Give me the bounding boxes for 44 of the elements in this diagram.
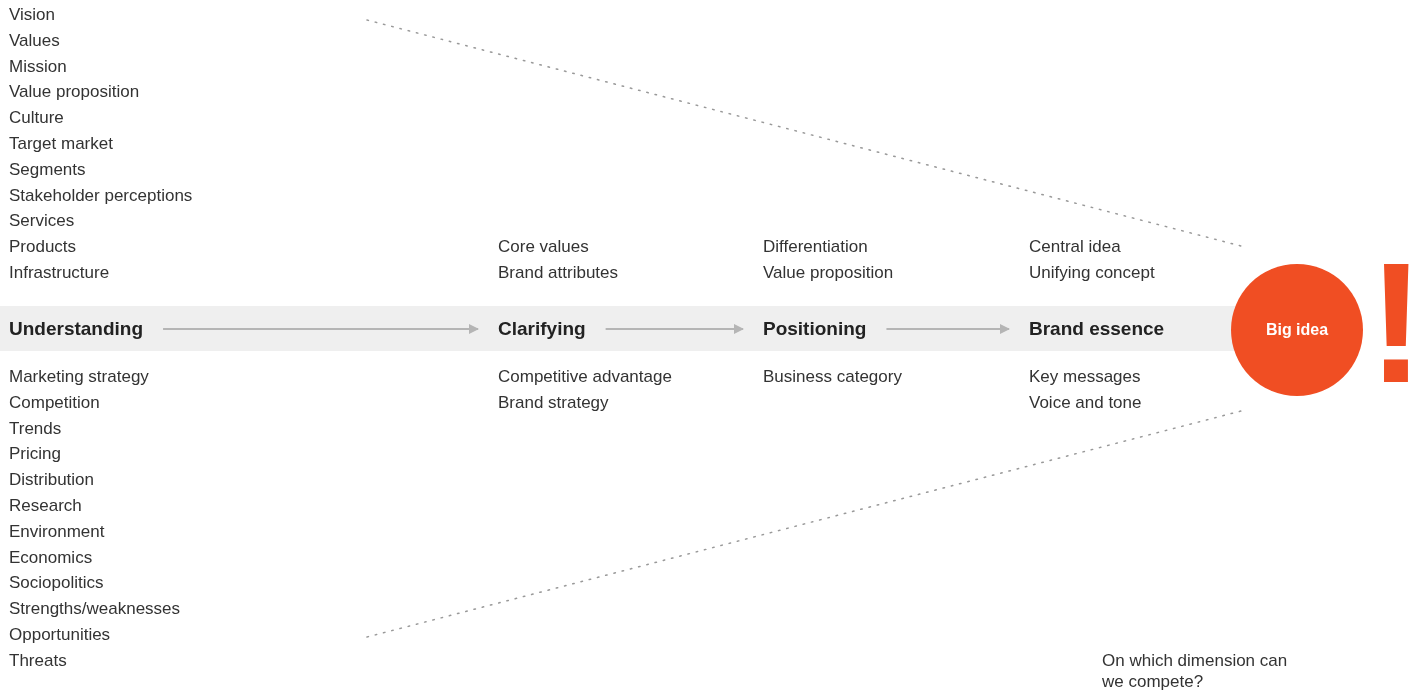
list-item: Distribution [9,470,95,491]
list-item: Central idea [1029,237,1121,258]
list-item: Value proposition [9,82,140,103]
list-item: Segments [9,159,86,180]
list-item: Key messages [1029,367,1141,387]
list-item: Culture [9,108,64,129]
list-item: Value proposition [763,263,894,283]
list-item: Threats [9,650,67,671]
list-item: Research [9,496,82,516]
list-item: Environment [9,521,105,542]
arrow [885,324,1010,334]
list-item: Stakeholder perceptions [9,185,193,206]
list-item: Opportunities [9,625,111,645]
list-item: Vision [9,5,55,25]
step-label: Understanding [9,317,144,341]
exclamation-mark: ! [1368,238,1410,408]
idea-circle: Big idea [1231,264,1363,396]
list-item: Business category [763,367,902,387]
list-item: Marketing strategy [9,367,149,387]
list-item: Brand strategy [498,392,609,413]
list-item: Trends [9,418,62,439]
list-item: Values [9,30,60,51]
question-note: On which dimension can we compete? [1102,650,1289,691]
list-item: Target market [9,134,113,154]
list-item: Sociopolitics [9,573,104,594]
list-item: Strengths/weaknesses [9,599,181,620]
list-item: Differentiation [763,237,868,258]
list-item: Services [9,211,75,232]
step-label: Clarifying [498,317,586,341]
list-item: Pricing [9,444,61,465]
list-item: Core values [498,237,589,258]
list-item: Brand attributes [498,263,618,283]
list-item: Competitive advantage [498,367,672,387]
list-item: Infrastructure [9,263,110,283]
arrow [604,324,744,334]
step-label: Positioning [763,317,867,341]
step-label: Brand essence [1029,317,1165,341]
list-item: Competition [9,392,100,413]
list-item: Voice and tone [1029,392,1142,413]
list-item: Products [9,237,77,258]
arrow [162,324,479,334]
list-item: Economics [9,547,93,568]
list-item: Unifying concept [1029,263,1155,283]
list-item: Mission [9,56,67,77]
